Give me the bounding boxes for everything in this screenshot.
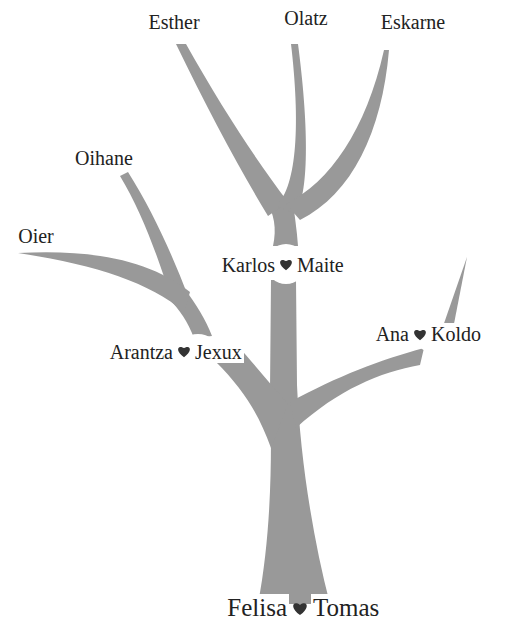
person-name: Karlos (220, 254, 277, 276)
couple-cutouts (178, 244, 448, 366)
person-name: Eskarne (379, 11, 447, 33)
heart-symbol (293, 603, 307, 615)
person-name: Olatz (282, 7, 329, 29)
person-name: Felisa (225, 594, 289, 622)
hearts (178, 260, 426, 615)
person-name: Koldo (429, 323, 483, 345)
person-name: Ana (374, 323, 411, 345)
branch (18, 252, 190, 312)
person-name: Maite (295, 254, 346, 276)
heart-symbol (280, 260, 292, 270)
person-name: Oihane (73, 147, 135, 169)
tree-branches (18, 44, 467, 604)
branch (176, 44, 288, 216)
heart-symbol (178, 347, 190, 357)
branch (290, 348, 424, 428)
person-name: Arantza (108, 341, 175, 363)
person-name: Jexux (193, 341, 244, 363)
branch (276, 44, 306, 214)
person-name: Esther (146, 11, 201, 33)
person-name: Tomas (311, 594, 381, 622)
person-name: Oier (16, 225, 56, 247)
heart-symbol (414, 330, 426, 340)
branch (286, 50, 389, 220)
